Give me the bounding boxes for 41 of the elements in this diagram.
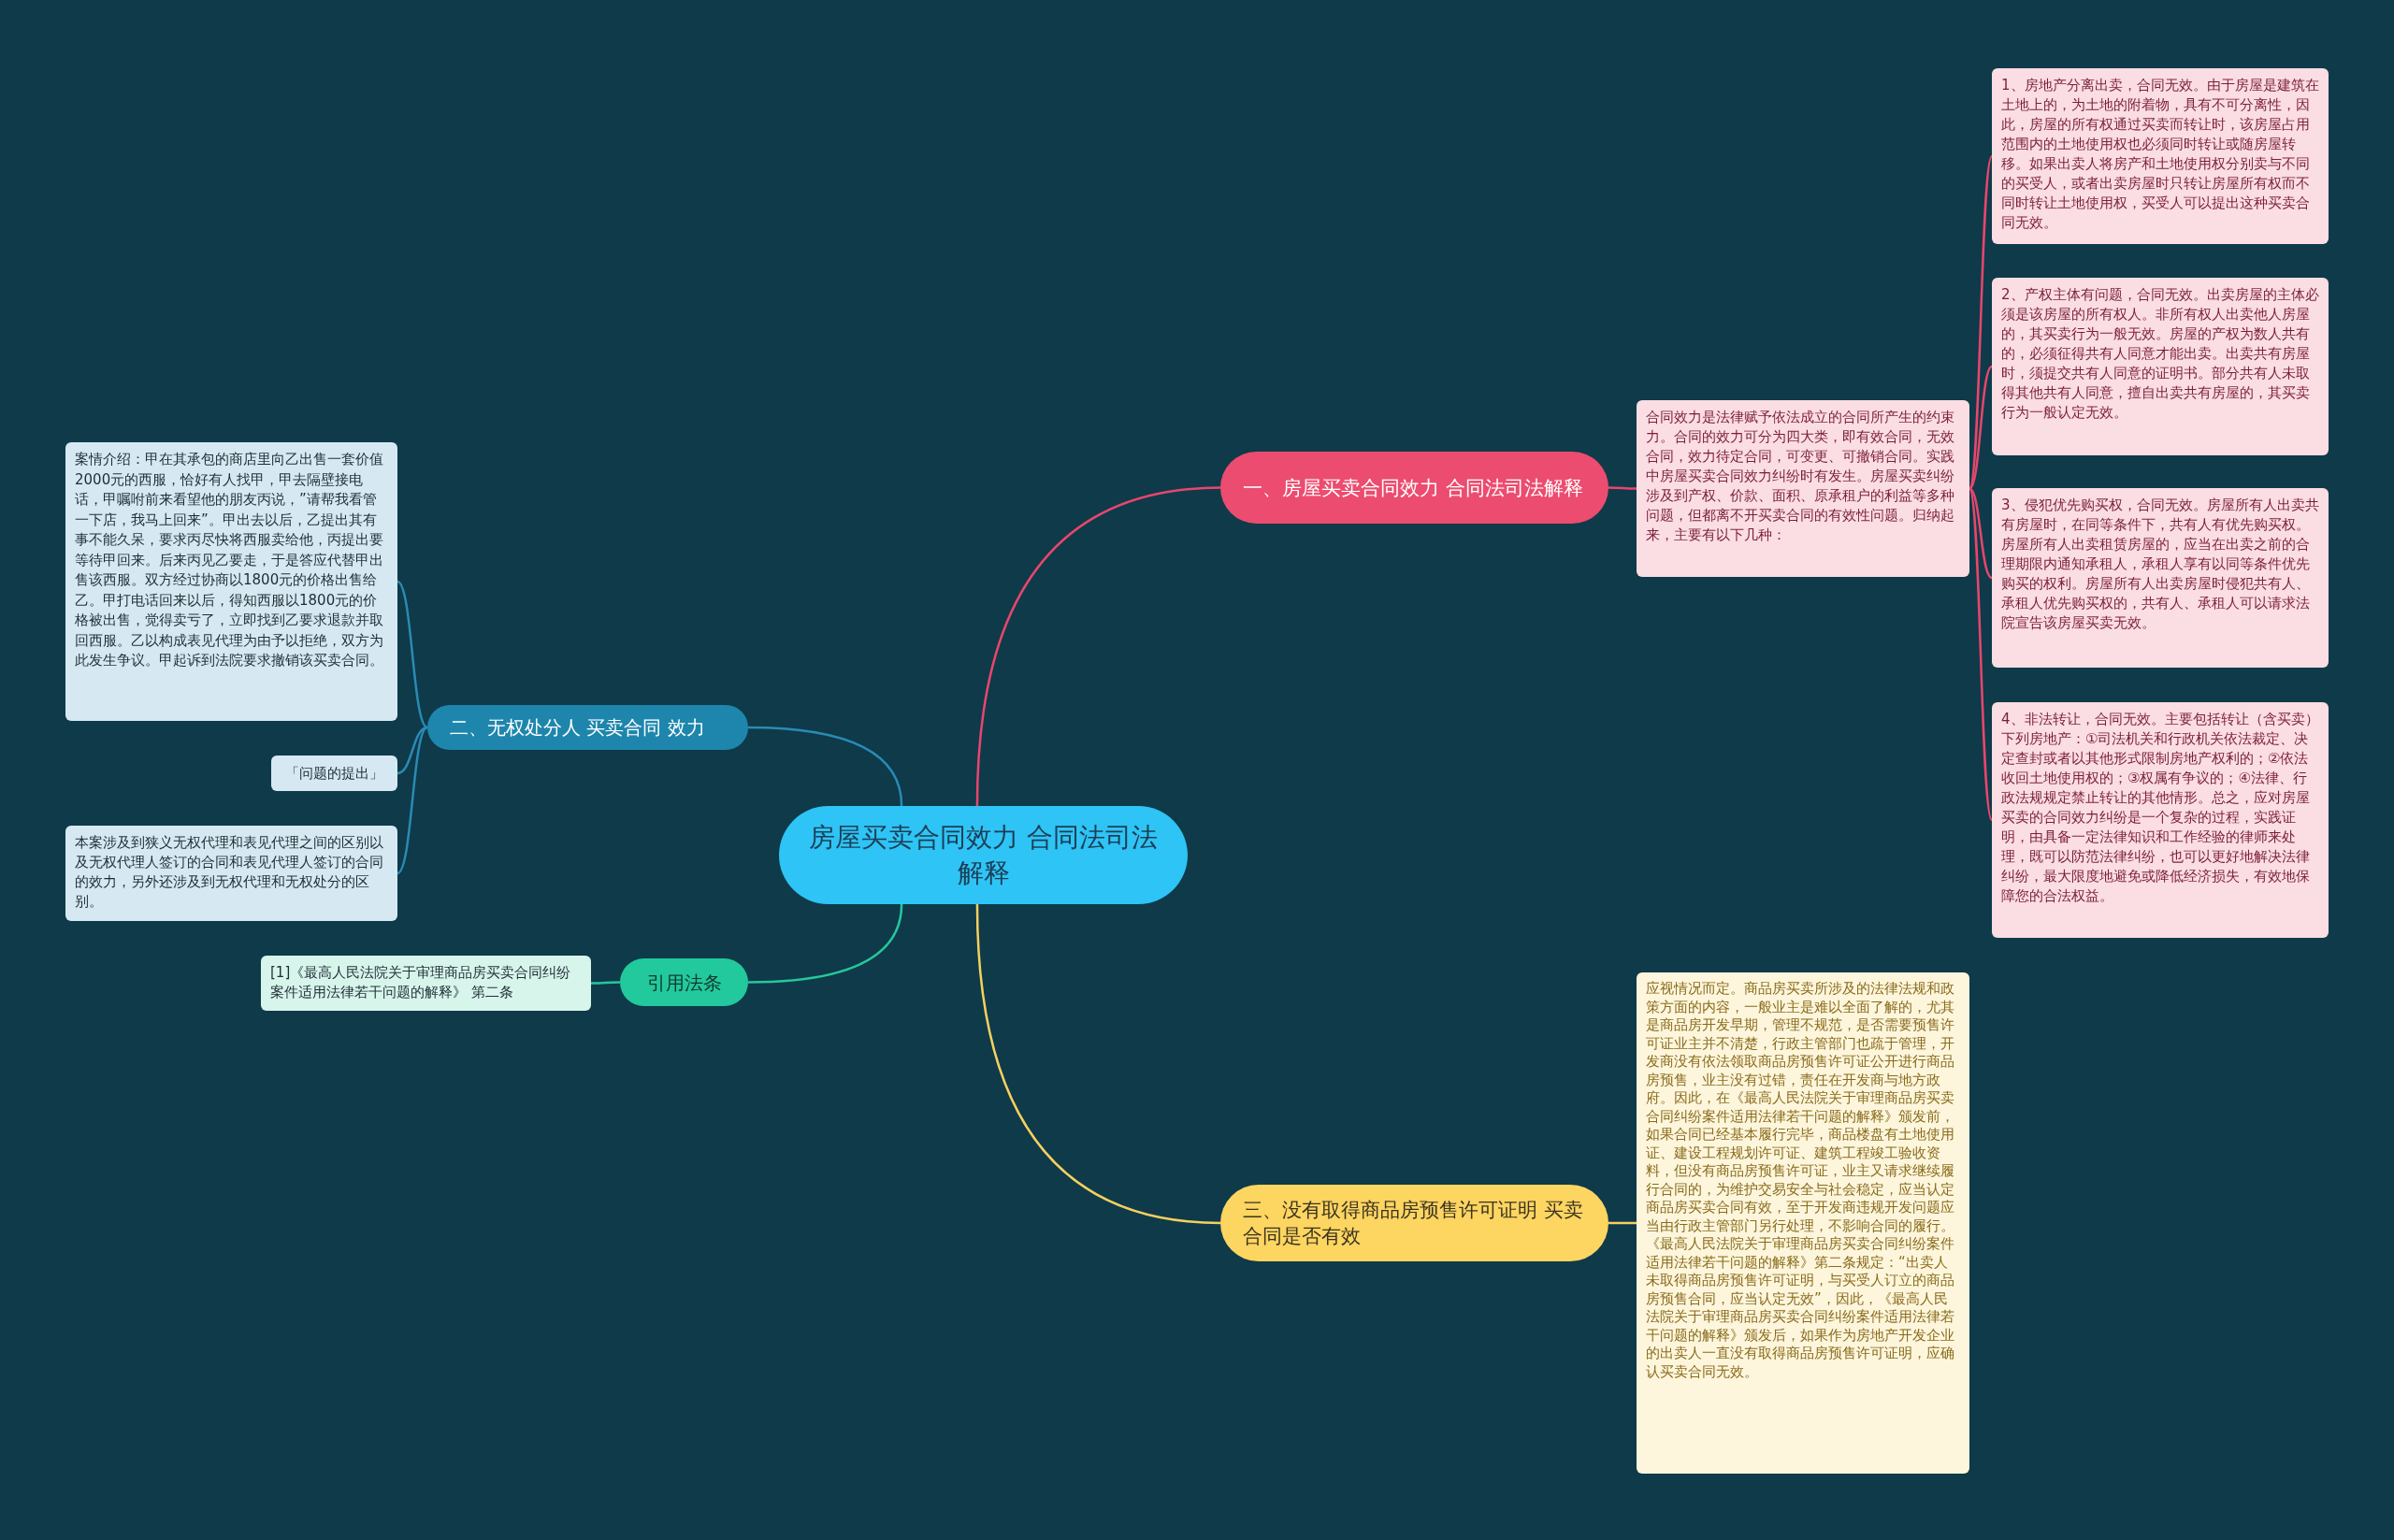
card-text: 4、非法转让，合同无效。主要包括转让（含买卖）下列房地产：①司法机关和行政机关依法裁定、决定查封或者以其他形式限制房地产权利的；②依法收回土地使用权的；③权属有争议的；④法律、行政法规规定禁止转让的其他情形。总之，应对房屋买卖的合同效力纠纷是一个复杂的过程，实践证明，由具备一定法律知识和工作经验的律师来处理，既可以防范法律纠纷，也可以更好地解决法律纠纷，最大限度地避免或降低经济损失，有效地保障您的合法权益。 [2001, 710, 2319, 906]
card-text: 案情介绍：甲在其承包的商店里向乙出售一套价值2000元的西服，恰好有人找甲，甲去隔壁接电话，甲嘱咐前来看望他的朋友丙说，”请帮我看管一下店，我马上回来”。甲出去以后，乙提出其有事不能久呆，要求丙尽快将西服卖给他，丙提出要等待甲回来。后来丙见乙要走，于是答应代替甲出售该西服。双方经过协商以1800元的价格出售给乙。甲打电话回来以后，得知西服以1800元的价格被出售，觉得卖亏了，立即找到乙要求退款并取回西服。乙以构成表见代理为由予以拒绝，双方为此发生争议。甲起诉到法院要求撤销该买卖合同。 [75, 450, 384, 670]
connector-line [397, 726, 428, 775]
topic-text: 引用法条 [646, 970, 722, 995]
text-card [65, 826, 397, 921]
connector-line [975, 903, 1221, 1225]
topic-text: 三、没有取得商品房预售许可证明 买卖合同是否有效 [1243, 1198, 1584, 1249]
card-text: [1]《最高人民法院关于审理商品房买卖合同纠纷案件适用法律若干问题的解释》 第二条 [270, 963, 572, 1002]
text-card [1992, 68, 2329, 244]
card-text: 「问题的提出」 [285, 763, 383, 784]
connector-line [1968, 488, 1994, 821]
connector-line [1969, 366, 1993, 490]
text-card [1637, 972, 1969, 1474]
card-text: 本案涉及到狭义无权代理和表见代理之间的区别以及无权代理人签订的合同和表见代理人签订的合同的效力，另外还涉及到无权代理和无权处分的区别。 [75, 833, 384, 912]
text-card [1637, 400, 1969, 577]
connector-line [747, 903, 903, 984]
connector-line [1969, 487, 1993, 580]
text-card [1992, 278, 2329, 455]
topic-text: 二、无权处分人 买卖合同 效力 [450, 715, 705, 740]
connector-line [1608, 1221, 1637, 1225]
text-card [1992, 702, 2329, 938]
connector-line [397, 727, 428, 874]
branch-topic [620, 958, 748, 1006]
topic-text: 一、房屋买卖合同效力 合同法司法解释 [1243, 475, 1583, 501]
connector-line [397, 581, 428, 728]
connector-line [1968, 155, 1994, 489]
card-text: 3、侵犯优先购买权，合同无效。房屋所有人出卖共有房屋时，在同等条件下，共有人有优先购买权。房屋所有人出卖租赁房屋的，应当在出卖之前的合理期限内通知承租人，承租人享有以同等条件优先购买的权利。房屋所有人出卖房屋时侵犯共有人、承租人优先购买权的，共有人、承租人可以请求法院宣告该房屋买卖无效。 [2001, 496, 2319, 633]
connector-line [747, 726, 903, 807]
card-text: 合同效力是法律赋予依法成立的合同所产生的约束力。合同的效力可分为四大类，即有效合同，无效合同，效力待定合同，可变更、可撤销合同。实践中房屋买卖合同效力纠纷时有发生。房屋买卖纠纷涉及到产权、价款、面积、原承租户的利益等多种问题，但都离不开买卖合同的有效性问题。归纳起来，主要有以下几种： [1646, 408, 1955, 545]
text-card [271, 756, 397, 791]
text-card [65, 442, 397, 721]
connector-line [975, 486, 1221, 807]
card-text: 1、房地产分离出卖，合同无效。由于房屋是建筑在土地上的，为土地的附着物，具有不可分离性，因此，房屋的所有权通过买卖而转让时，该房屋占用范围内的土地使用权也必须同时转让或随房屋转移。如果出卖人将房产和土地使用权分别卖与不同的买受人，或者出卖房屋时只转让房屋所有权而不同时转让土地使用权，买受人可以提出这种买卖合同无效。 [2001, 76, 2319, 233]
connector-line [591, 981, 620, 985]
text-card [261, 956, 591, 1011]
branch-topic [427, 705, 748, 750]
text-card [1992, 488, 2329, 668]
card-text: 应视情况而定。商品房买卖所涉及的法律法规和政策方面的内容，一般业主是难以全面了解的，尤其是商品房开发早期，管理不规范，是否需要预售许可证业主并不清楚，行政主管部门也疏于管理，开发商没有依法领取商品房预售许可证公开进行商品房预售，业主没有过错，责任在开发商与地方政府。因此，在《最高人民法院关于审理商品房买卖合同纠纷案件适用法律若干问题的解释》颁发前，如果合同已经基本履行完毕，商品楼盘有土地使用证、建设工程规划许可证、建筑工程竣工验收资料，但没有商品房预售许可证，业主又请求继续履行合同的，为维护交易安全与社会稳定，应当认定商品房买卖合同有效，至于开发商违规开发问题应当由行政主管部门另行处理，不影响合同的履行。《最高人民法院关于审理商品房买卖合同纠纷案件适用法律若干问题的解释》第二条规定：“出卖人未取得商品房预售许可证明，与买受人订立的商品房预售合同，应当认定无效”，因此，《最高人民法院关于审理商品房买卖合同纠纷案件适用法律若干问题的解释》颁发后，如果作为房地产开发企业的出卖人一直没有取得商品房预售许可证明，应确认买卖合同无效。 [1646, 980, 1955, 1381]
card-text: 2、产权主体有问题，合同无效。出卖房屋的主体必须是该房屋的所有权人。非所有权人出卖他人房屋的，其买卖行为一般无效。房屋的产权为数人共有的，必须征得共有人同意才能出卖。出卖共有房屋时，须提交共有人同意的证明书。部分共有人未取得其他共有人同意，擅自出卖共有房屋的，其买卖行为一般认定无效。 [2001, 285, 2319, 423]
connector-line [1608, 486, 1637, 490]
topic-text: 房屋买卖合同效力 合同法司法解释 [808, 820, 1159, 890]
